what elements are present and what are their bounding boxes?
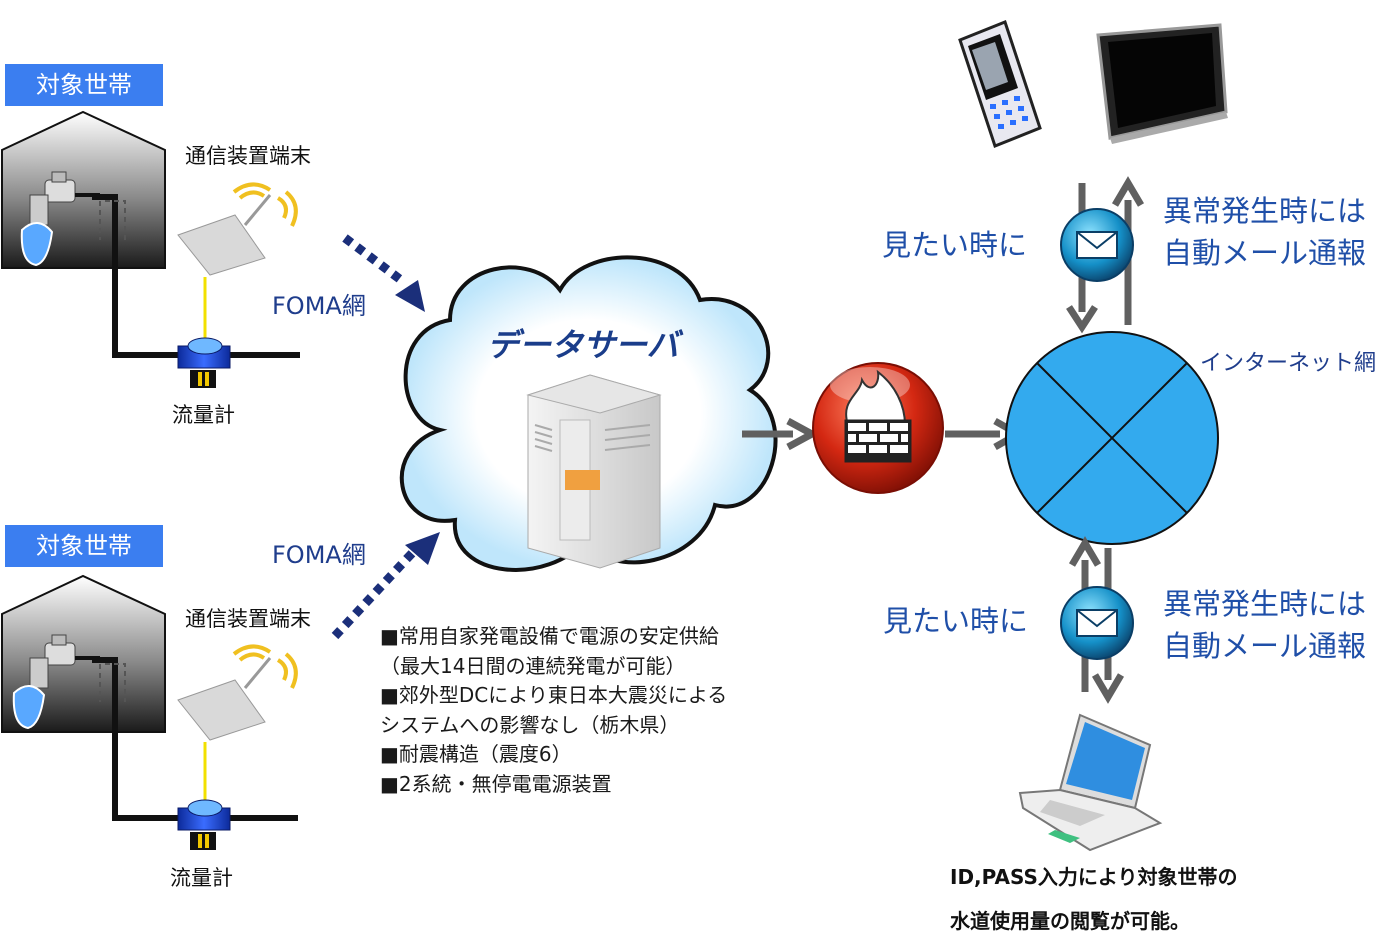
household-1 xyxy=(1,110,300,388)
network-label-1: FOMA網 xyxy=(272,292,366,320)
mail-icon xyxy=(1060,208,1134,282)
server-note: システムへの影響なし（栃木県） xyxy=(380,712,680,737)
server-note: ■常用自家発電設備で電源の安定供給 xyxy=(380,624,719,648)
internet-icon xyxy=(1005,331,1219,545)
household-2 xyxy=(1,574,298,850)
server-title: データサーバ xyxy=(487,326,679,364)
laptop-icon xyxy=(1018,713,1163,852)
view-label-top: 見たい時に xyxy=(882,228,1028,262)
view-label-bottom: 見たい時に xyxy=(883,604,1029,638)
household-badge-1: 対象世帯 xyxy=(5,64,163,106)
server-note: ■耐震構造（震度6） xyxy=(380,742,572,766)
meter-label-2: 流量計 xyxy=(170,866,233,890)
foma-arrow-top xyxy=(342,234,425,312)
mobile-phone-icon xyxy=(958,20,1042,148)
wireless-terminal-icon xyxy=(177,182,298,340)
alert-line: 異常発生時には xyxy=(1163,194,1367,228)
flow-meter-icon xyxy=(177,337,231,388)
alert-line: 自動メール通報 xyxy=(1163,236,1367,270)
foma-arrow-bottom xyxy=(331,532,440,640)
device-label-1: 通信装置端末 xyxy=(185,144,311,168)
server-note: ■郊外型DCにより東日本大震災による xyxy=(380,683,728,707)
internet-label: インターネット網 xyxy=(1200,351,1377,376)
alert-line: 異常発生時には xyxy=(1163,587,1367,621)
access-note: ID,PASS入力により対象世帯の 水道使用量の閲覧が可能。 xyxy=(950,855,1237,943)
firewall-icon xyxy=(812,362,944,494)
network-label-2: FOMA網 xyxy=(272,541,366,569)
access-note-line: 水道使用量の閲覧が可能。 xyxy=(950,909,1190,933)
alert-line: 自動メール通報 xyxy=(1163,629,1367,663)
wireless-terminal-icon xyxy=(177,644,298,802)
device-label-2: 通信装置端末 xyxy=(185,607,311,631)
server-note: （最大14日間の連続発電が可能） xyxy=(380,653,686,678)
alert-label-top: 異常発生時には 自動メール通報 xyxy=(1163,190,1366,274)
alert-label-bottom: 異常発生時には 自動メール通報 xyxy=(1163,583,1366,667)
mail-icon xyxy=(1060,586,1134,660)
server-note: ■2系統・無停電電源装置 xyxy=(380,771,612,796)
household-badge-2: 対象世帯 xyxy=(5,525,163,567)
tablet-icon xyxy=(1096,23,1228,144)
server-icon xyxy=(526,374,662,569)
flow-meter-icon xyxy=(177,799,231,850)
arrow-server-to-firewall xyxy=(742,417,820,451)
server-notes: ■常用自家発電設備で電源の安定供給 （最大14日間の連続発電が可能） ■郊外型D… xyxy=(380,622,727,799)
meter-label-1: 流量計 xyxy=(172,403,235,427)
access-note-line: ID,PASS入力により対象世帯の xyxy=(950,865,1238,889)
